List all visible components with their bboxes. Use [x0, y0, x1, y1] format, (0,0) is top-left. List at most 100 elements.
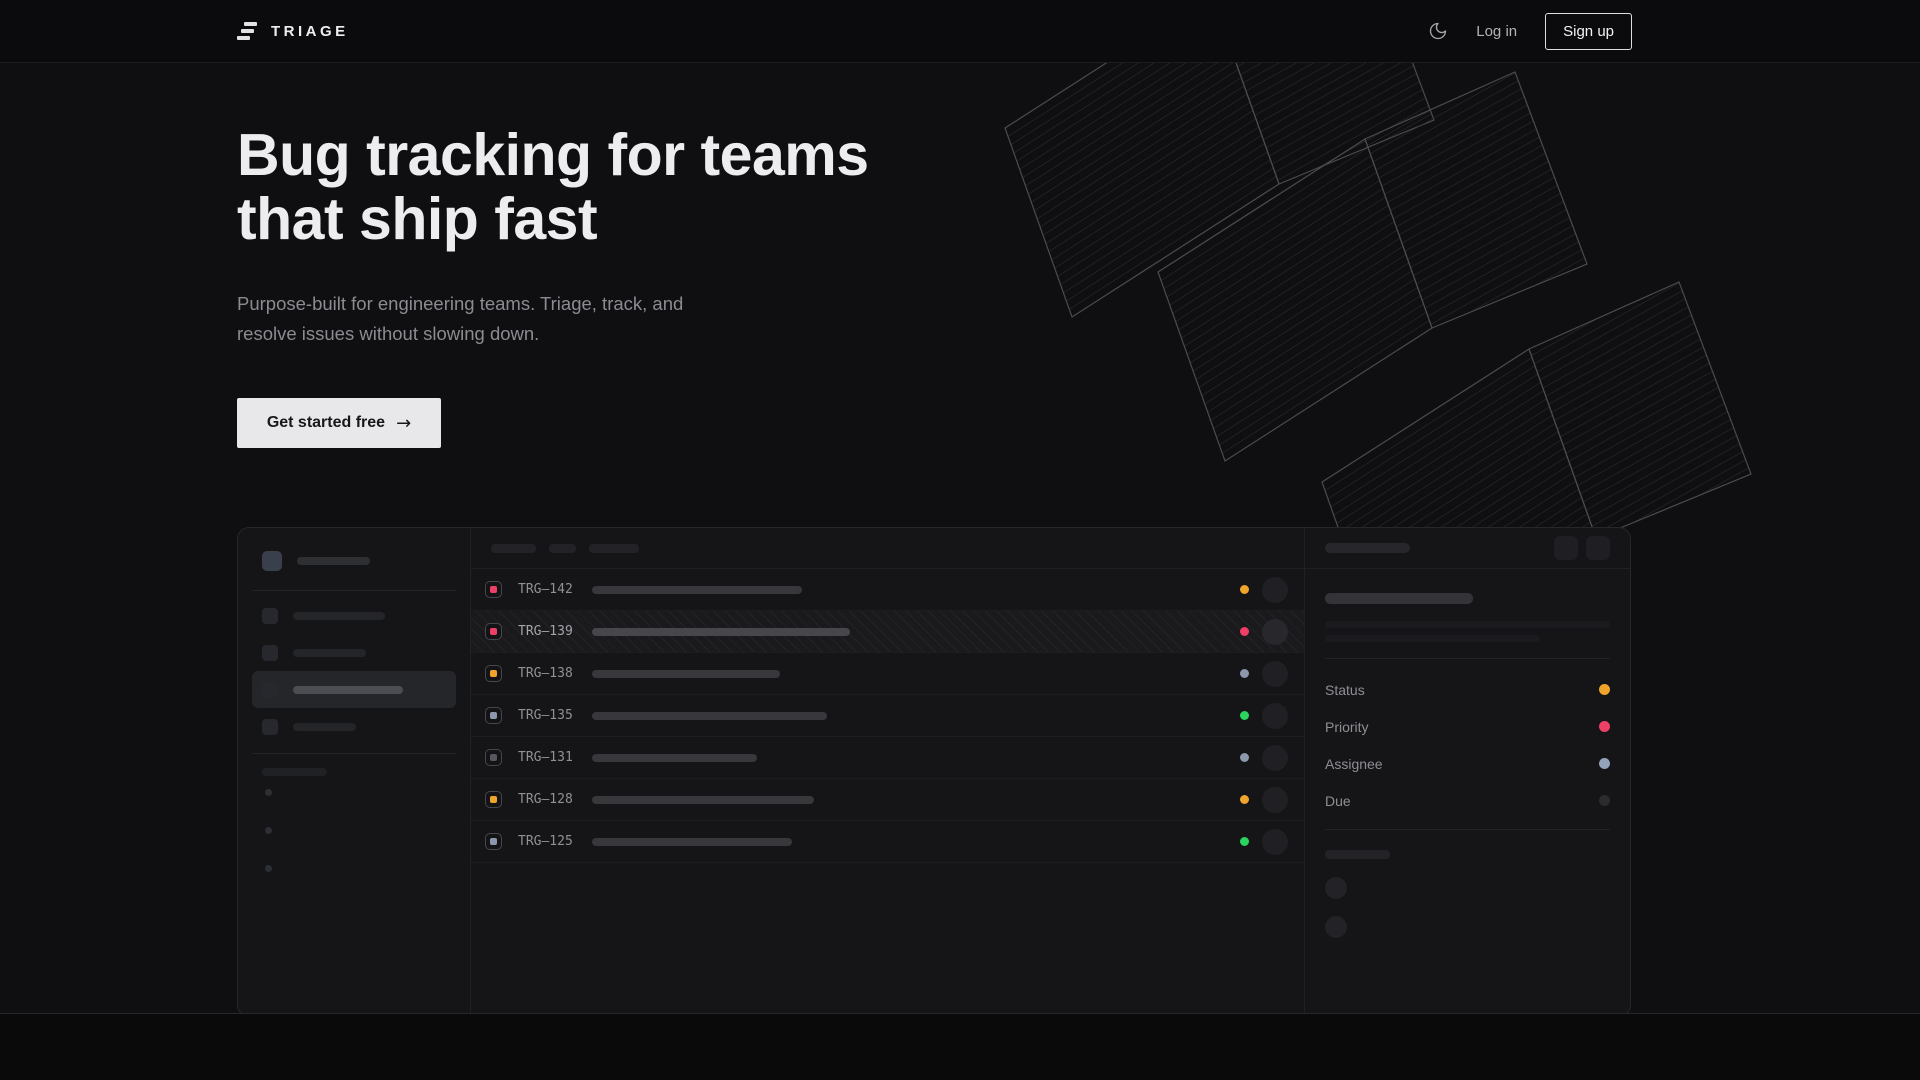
detail-field-row: Status [1325, 671, 1610, 708]
sidebar-dot-skeleton [265, 865, 272, 872]
filter-tab-skeleton [491, 543, 536, 553]
mockup-sidebar [238, 528, 471, 1016]
navbar-actions: Log in Sign up [1428, 12, 1632, 50]
issue-id: TRG–135 [518, 708, 573, 723]
filter-tab-skeleton [549, 543, 576, 553]
issue-list-pane: TRG–142 TRG–139 TRG–138 TRG–135 TRG–131 [471, 528, 1304, 1016]
field-label: Status [1325, 681, 1365, 698]
issue-row: TRG–139 [471, 611, 1304, 653]
field-value-dot [1599, 758, 1610, 769]
issue-type-icon [485, 749, 502, 766]
brand-logo[interactable]: TRIAGE [237, 21, 349, 41]
hero-title: Bug tracking for teams that ship fast [237, 122, 869, 252]
detail-fields: Status Priority Assignee Due [1325, 671, 1610, 819]
issue-row: TRG–142 [471, 569, 1304, 611]
status-dot [1240, 753, 1249, 762]
issue-title-skeleton [592, 669, 780, 678]
theme-toggle-moon-icon[interactable] [1428, 21, 1448, 41]
issue-type-icon [485, 665, 502, 682]
filter-tab-skeleton [589, 543, 639, 553]
issue-id: TRG–139 [518, 624, 573, 639]
comment-avatar-skeleton [1325, 916, 1347, 938]
triage-logo-icon [237, 21, 257, 41]
comment-avatar-skeleton [1325, 877, 1347, 899]
get-started-button[interactable]: Get started free → [237, 398, 441, 448]
signup-button[interactable]: Sign up [1545, 12, 1632, 50]
breadcrumb-skeleton [1325, 543, 1410, 553]
panel-action-button [1586, 536, 1610, 560]
login-link[interactable]: Log in [1476, 22, 1518, 40]
activity-label-skeleton [1325, 850, 1390, 859]
detail-panel-header [1305, 528, 1630, 569]
workspace-name-skeleton [297, 557, 370, 565]
issue-id: TRG–142 [518, 582, 573, 597]
footer-strip [0, 1013, 1920, 1080]
assignee-avatar [1262, 744, 1288, 771]
status-dot [1240, 627, 1249, 636]
assignee-avatar [1262, 576, 1288, 603]
description-line-skeleton [1325, 621, 1610, 628]
status-dot [1240, 585, 1249, 594]
status-dot [1240, 711, 1249, 720]
sidebar-nav-skeleton [238, 591, 470, 745]
sidebar-section-label-skeleton [262, 768, 327, 776]
sidebar-dot-skeleton [265, 827, 272, 834]
panel-action-button [1554, 536, 1578, 560]
status-dot [1240, 837, 1249, 846]
issue-row: TRG–138 [471, 653, 1304, 695]
brand-name: TRIAGE [271, 22, 349, 40]
field-label: Priority [1325, 718, 1369, 735]
field-label: Due [1325, 792, 1351, 809]
field-value-dot [1599, 684, 1610, 695]
navbar: TRIAGE Log in Sign up [0, 0, 1920, 63]
issue-detail-panel: Status Priority Assignee Due [1304, 528, 1630, 1016]
status-dot [1240, 669, 1249, 678]
detail-field-row: Priority [1325, 708, 1610, 745]
hero-section: Bug tracking for teams that ship fast Pu… [0, 0, 1920, 448]
assignee-avatar [1262, 660, 1288, 687]
field-value-dot [1599, 721, 1610, 732]
hero-subtitle: Purpose-built for engineering teams. Tri… [237, 293, 684, 344]
status-dot [1240, 795, 1249, 804]
issue-title-skeleton [592, 585, 802, 594]
assignee-avatar [1262, 702, 1288, 729]
issue-id: TRG–128 [518, 792, 573, 807]
arrow-right-icon: → [396, 412, 412, 434]
sidebar-item-skeleton [252, 708, 456, 745]
app-preview-card: TRG–142 TRG–139 TRG–138 TRG–135 TRG–131 [237, 527, 1631, 1017]
issue-id: TRG–138 [518, 666, 573, 681]
detail-field-row: Due [1325, 782, 1610, 819]
field-value-dot [1599, 795, 1610, 806]
field-label: Assignee [1325, 755, 1383, 772]
issue-row: TRG–128 [471, 779, 1304, 821]
issue-title-skeleton [592, 795, 814, 804]
issue-list-header [471, 528, 1304, 569]
issue-title-skeleton [592, 753, 757, 762]
sidebar-item-skeleton-active [252, 671, 456, 708]
workspace-avatar [262, 551, 282, 571]
sidebar-dot-skeleton [265, 789, 272, 796]
detail-panel-body: Status Priority Assignee Due [1305, 569, 1630, 938]
assignee-avatar [1262, 786, 1288, 813]
issue-type-icon [485, 833, 502, 850]
issue-row: TRG–135 [471, 695, 1304, 737]
issue-rows: TRG–142 TRG–139 TRG–138 TRG–135 TRG–131 [471, 569, 1304, 863]
workspace-row [238, 546, 470, 576]
description-line-skeleton [1325, 635, 1540, 642]
detail-field-row: Assignee [1325, 745, 1610, 782]
issue-type-icon [485, 707, 502, 724]
issue-title-skeleton [592, 837, 792, 846]
issue-type-icon [485, 581, 502, 598]
issue-row: TRG–131 [471, 737, 1304, 779]
sidebar-item-skeleton [252, 634, 456, 671]
assignee-avatar [1262, 828, 1288, 855]
issue-type-icon [485, 791, 502, 808]
issue-title-skeleton [592, 627, 850, 636]
issue-type-icon [485, 623, 502, 640]
issue-title-skeleton [592, 711, 827, 720]
issue-title-skeleton [1325, 593, 1473, 604]
assignee-avatar [1262, 618, 1288, 645]
issue-id: TRG–131 [518, 750, 573, 765]
sidebar-item-skeleton [252, 597, 456, 634]
issue-id: TRG–125 [518, 834, 573, 849]
